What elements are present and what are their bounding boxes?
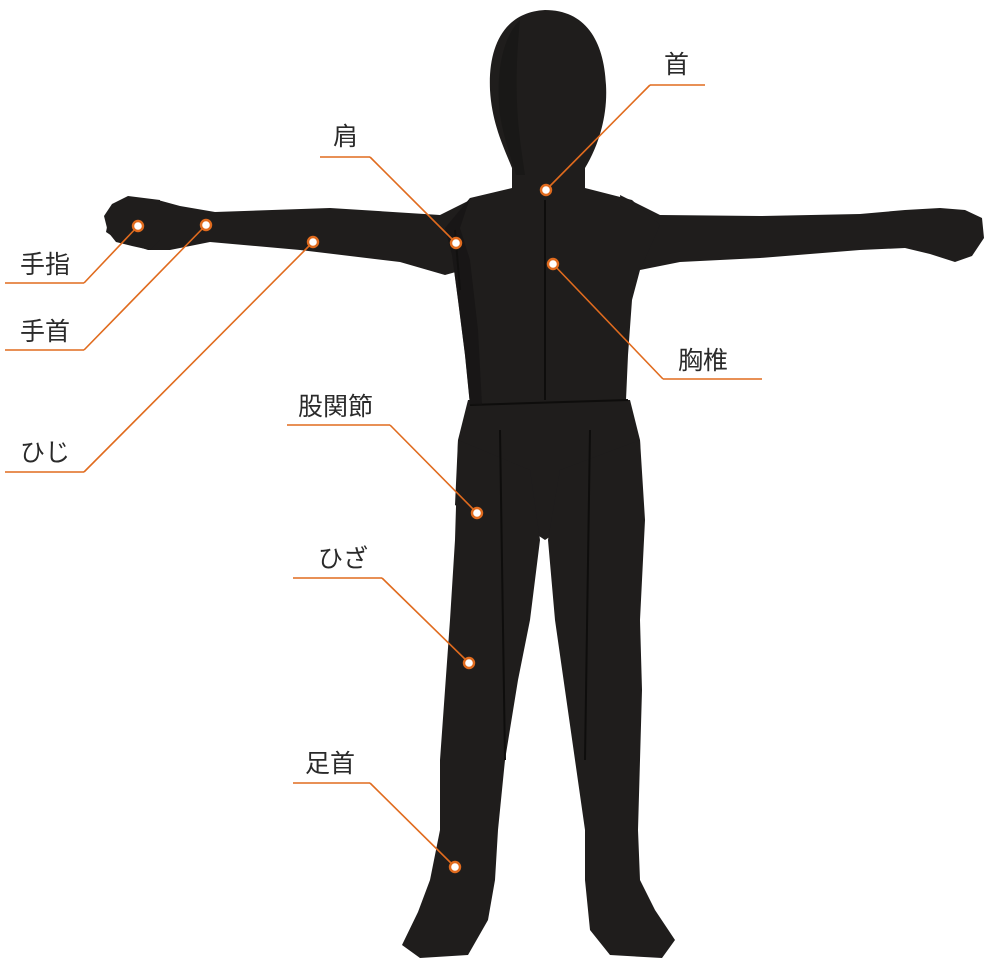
label-thoracic: 胸椎 (678, 346, 729, 375)
label-knee: ひざ (318, 544, 369, 573)
right-leg-shape (548, 440, 675, 958)
leader-neck (539, 84, 705, 197)
torso-shape (445, 188, 660, 405)
leader-shoulder (320, 156, 463, 250)
label-neck: 首 (664, 50, 690, 79)
leader-finger (5, 219, 145, 284)
label-finger: 手指 (20, 250, 71, 279)
left-arm-shape (106, 200, 470, 275)
leader-knee (293, 577, 476, 670)
leader-ankle (293, 782, 462, 874)
leader-elbow (5, 235, 320, 473)
label-ankle: 足首 (305, 749, 356, 778)
left-leg-shape (402, 440, 540, 958)
left-hand-shape (104, 196, 160, 250)
leader-wrist (5, 218, 213, 351)
torso-shadow (445, 198, 482, 405)
label-shoulder: 肩 (333, 122, 359, 151)
suit-seams (454, 200, 629, 761)
leader-thoracic (546, 257, 762, 380)
label-hip: 股関節 (298, 392, 374, 421)
head-shadow (498, 20, 525, 175)
leader-hip (287, 424, 484, 520)
right-arm-shape (620, 195, 984, 270)
mannequin-body (104, 10, 984, 958)
label-elbow: ひじ (20, 438, 71, 467)
label-wrist: 手首 (20, 317, 71, 346)
